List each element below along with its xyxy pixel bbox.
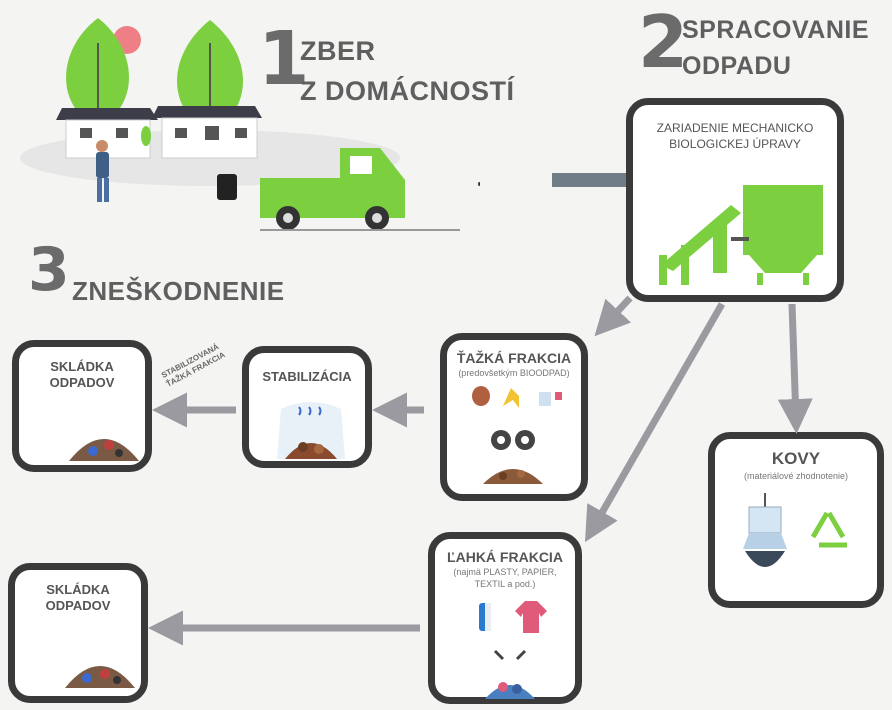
organic-pile-icon: [483, 469, 543, 484]
metals-subtitle: (materiálové zhodnotenie): [743, 471, 849, 481]
connector-bar: [552, 173, 632, 187]
arrow-mbt-to-metals: [777, 303, 813, 434]
step-3-number: 3: [28, 235, 70, 305]
step-2-title-line1: SPRACOVANIE: [682, 16, 870, 44]
step-3-title: ZNEŠKODNENIE: [72, 276, 285, 306]
step-1-title-line2: Z DOMÁCNOSTÍ: [300, 76, 515, 106]
step-2-number: 2: [638, 0, 689, 84]
mbt-facility-box: ZARIADENIE MECHANICKO BIOLOGICKEJ ÚPRAVY: [626, 98, 844, 302]
plastic-pile-icon: [485, 685, 535, 699]
light-fraction-title: ĽAHKÁ FRAKCIA: [447, 549, 563, 565]
landfill-bottom-line1: SKLÁDKA: [46, 582, 110, 597]
metals-box: KOVY (materiálové zhodnotenie): [708, 432, 884, 608]
mbt-title-line2: BIOLOGICKEJ ÚPRAVY: [669, 137, 801, 151]
metals-icons: [743, 493, 847, 567]
house-icon: [56, 108, 158, 120]
step-1-number: 1: [258, 16, 310, 102]
landfill-bottom-box: SKLÁDKA ODPADOV: [8, 563, 148, 703]
collection-illustration: [20, 18, 480, 231]
metals-title: KOVY: [771, 449, 821, 468]
house-icon: [152, 106, 262, 118]
arrow-mbt-to-heavy: [594, 295, 633, 337]
stabilization-pile-icon: [277, 402, 345, 459]
can-icon: [539, 392, 551, 406]
light-fraction-subtitle-1: (najmä PLASTY, PAPIER,: [453, 567, 557, 577]
trash-bag-icon: [217, 174, 237, 200]
truck-icon: [260, 148, 460, 231]
heavy-fraction-subtitle: (predovšetkým BIOODPAD): [458, 368, 570, 378]
heavy-fraction-box: ŤAŽKÁ FRAKCIA (predovšetkým BIOODPAD): [440, 333, 588, 501]
landfill-pile-icon: [69, 439, 139, 461]
mbt-plant-icon: [659, 185, 823, 285]
banana-peel-icon: [503, 388, 519, 408]
step-2-title-line2: ODPADU: [682, 52, 792, 80]
light-fraction-box: ĽAHKÁ FRAKCIA (najmä PLASTY, PAPIER, TEX…: [428, 532, 582, 704]
landfill-pile-icon: [65, 666, 135, 688]
stabilization-title: STABILIZÁCIA: [262, 369, 352, 384]
landfill-top-line2: ODPADOV: [49, 375, 115, 390]
light-fraction-icons: [479, 601, 547, 699]
light-fraction-subtitle-2: TEXTIL a pod.): [474, 579, 536, 589]
stabilization-box: STABILIZÁCIA: [242, 346, 372, 468]
heavy-fraction-icons: [472, 386, 562, 484]
person-icon: [96, 140, 108, 152]
heavy-fraction-title: ŤAŽKÁ FRAKCIA: [456, 350, 572, 366]
food-waste-icon: [472, 386, 490, 406]
landfill-top-box: SKLÁDKA ODPADOV: [12, 340, 152, 472]
landfill-bottom-line2: ODPADOV: [45, 598, 111, 613]
arrow-mbt-to-light: [585, 302, 726, 543]
landfill-top-line1: SKLÁDKA: [50, 359, 114, 374]
step-1-title-line1: ZBER: [300, 36, 376, 66]
tshirt-icon: [515, 601, 547, 633]
recycling-icon: [810, 511, 847, 548]
mbt-title-line1: ZARIADENIE MECHANICKO: [656, 121, 814, 135]
magnet-crane-icon: [743, 493, 787, 567]
